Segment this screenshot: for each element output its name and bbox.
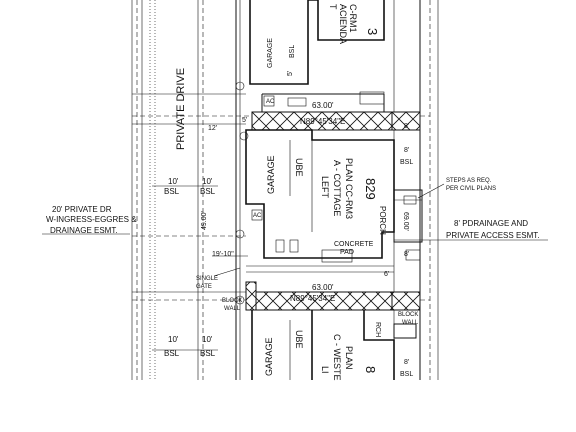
private-dr-line3: DRAINAGE ESMT. [50, 226, 118, 235]
svg-text:AC: AC [253, 213, 262, 219]
lot-829-elevation: A - COTTAGE [332, 160, 342, 216]
lot-829-dim-69: 69.00' [402, 212, 409, 231]
dim-19-10: 19'-10" [212, 251, 234, 258]
private-drive-label: PRIVATE DRIVE [175, 68, 187, 150]
private-dr-line1: 20' PRIVATE DR [52, 205, 112, 214]
dim-10-upper-right: 10' [202, 177, 213, 186]
upper-length: 63.00' [312, 101, 334, 110]
block-wall-lower-side [391, 291, 421, 311]
lot-829-building: AC [245, 129, 423, 263]
lower-lot-building [251, 310, 417, 380]
bsl-lower-right: BSL [200, 349, 216, 358]
lot-829-plan: PLAN CC-RM3 [344, 158, 354, 219]
lot-829-orientation: LEFT [320, 176, 330, 199]
upper-orientation: T [328, 4, 338, 10]
svg-text:AC: AC [266, 99, 275, 105]
dim-8-lower-mid: 8' [404, 251, 409, 258]
drainage-line2: PRIVATE ACCESS ESMT. [446, 231, 540, 240]
single-gate-leader [213, 267, 241, 277]
dim-10-lower-right: 10' [202, 335, 213, 344]
upper-plan-fragment: 3 [365, 28, 380, 35]
private-dr-line2: W-INGRESS-EGGRES & [46, 215, 137, 224]
dim-12: 12' [208, 125, 217, 132]
block-wall-right-line1: BLOCK [398, 312, 418, 318]
bsl-lower-left: BSL [164, 349, 180, 358]
lower-plan-name: PLAN [344, 346, 354, 370]
lot-829-garage: GARAGE [266, 155, 276, 194]
lower-garage-label: GARAGE [264, 337, 274, 376]
drainage-line1: 8' PDRAINAGE AND [454, 219, 528, 228]
lower-porch: RCH [374, 322, 381, 337]
lower-ube-label: UBE [294, 330, 304, 349]
upper-garage-label: GARAGE [267, 38, 274, 68]
left-dimension-ticks [152, 185, 248, 351]
block-wall-upper-side [391, 111, 421, 131]
lower-bearing: N89°45'34"E [290, 294, 335, 303]
block-wall-left [245, 281, 257, 311]
dim-49: 49.00' [201, 211, 208, 230]
block-wall-label-line1: BLOCK [222, 298, 242, 304]
upper-elevation: ACIENDA [338, 4, 348, 44]
lower-orientation: LI [320, 366, 330, 374]
lot-829-ube: UBE [294, 158, 304, 177]
lower-elevation: C - WESTE [332, 334, 342, 381]
dim-8-mid: 8' [404, 147, 409, 154]
concrete-pad-line1: CONCRETE [334, 241, 374, 248]
lower-length: 63.00' [312, 283, 334, 292]
bsl-upper-right: BSL [200, 187, 216, 196]
block-wall-label-line2: WALL [224, 306, 241, 312]
dim-8-lower: 8' [404, 359, 409, 366]
single-gate-line1: SINGLE [196, 276, 218, 282]
concrete-pad-line2: PAD [340, 249, 354, 256]
street-curb-lines [131, 0, 241, 380]
steps-line2: PER CIVIL PLANS [446, 186, 496, 192]
lot-829-porch: PORCH [378, 206, 387, 235]
dim-6: 6' [384, 271, 389, 278]
upper-bearing: N89°45'34"E [300, 117, 345, 126]
bsl-right-lower: BSL [400, 371, 413, 378]
lot-829-number: 829 [363, 178, 378, 200]
dim-10-lower-left: 10' [168, 335, 179, 344]
bsl-upper-left: BSL [164, 187, 180, 196]
single-gate-line2: GATE [196, 284, 212, 290]
bsl-right-upper: BSL [400, 159, 413, 166]
dim-5-upper: 5' [242, 117, 247, 124]
utility-markers [235, 81, 249, 305]
upper-plan-name: C-RM1 [348, 4, 358, 33]
steps-line1: STEPS AS REQ. [446, 178, 492, 184]
block-wall-right-line2: WALL [402, 320, 419, 326]
upper-lot-building: AC [249, 0, 385, 112]
dim-8-upper: 8' [404, 123, 409, 130]
dim-10-upper-left: 10' [168, 177, 179, 186]
upper-dim-5: 5' [287, 71, 294, 76]
lower-plan-number: 8 [363, 366, 378, 373]
upper-bsl-label: BSL [289, 45, 296, 58]
steps-leader [417, 183, 445, 199]
